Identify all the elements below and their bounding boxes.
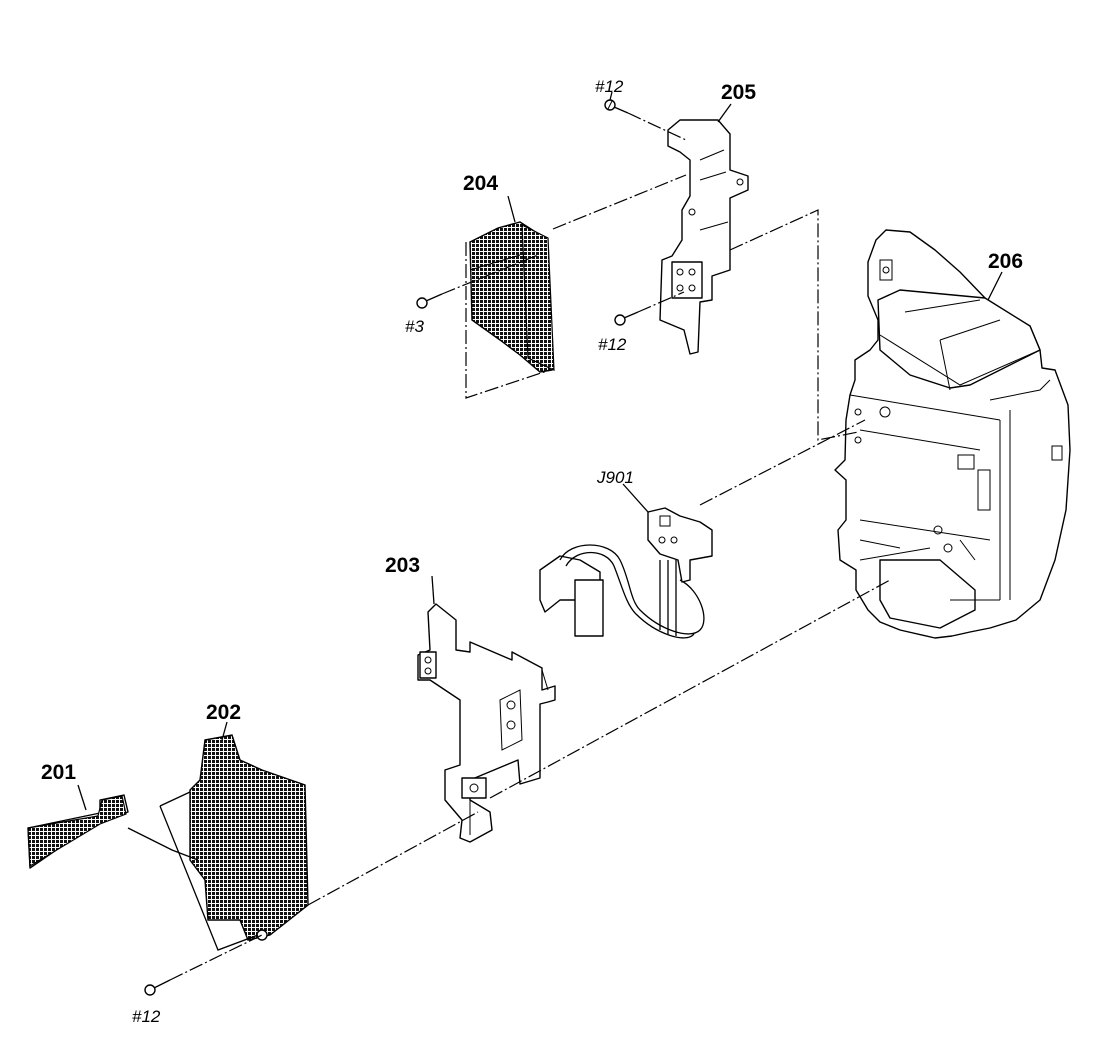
screw-label-left: #3 (405, 317, 424, 336)
part-label-206: 206 (988, 250, 1023, 273)
screw-label-top: #12 (595, 77, 624, 96)
part-206-chassis (834, 229, 1071, 639)
part-205-bracket (659, 119, 749, 355)
screw-4-bottom (144, 979, 171, 996)
part-202-circuit-board (189, 734, 309, 941)
part-label-201: 201 (41, 761, 76, 784)
part-201-shield-sheet (27, 794, 129, 869)
screw-1-top (604, 99, 629, 114)
part-label-204: 204 (463, 172, 498, 195)
screw-3-left (416, 293, 443, 309)
assembly-guide-lines (77, 91, 1003, 981)
part-label-203: 203 (385, 554, 420, 577)
screw-2-mid (614, 311, 639, 326)
part-204-connector-block (469, 221, 555, 373)
screw-label-bottom: #12 (132, 1007, 161, 1026)
part-label-202: 202 (206, 701, 241, 724)
part-203-bracket (417, 603, 556, 843)
j901-wire-harness (539, 507, 713, 639)
part-label-205: 205 (721, 81, 756, 104)
connector-label-j901: J901 (596, 468, 634, 487)
screw-label-mid: #12 (598, 335, 627, 354)
